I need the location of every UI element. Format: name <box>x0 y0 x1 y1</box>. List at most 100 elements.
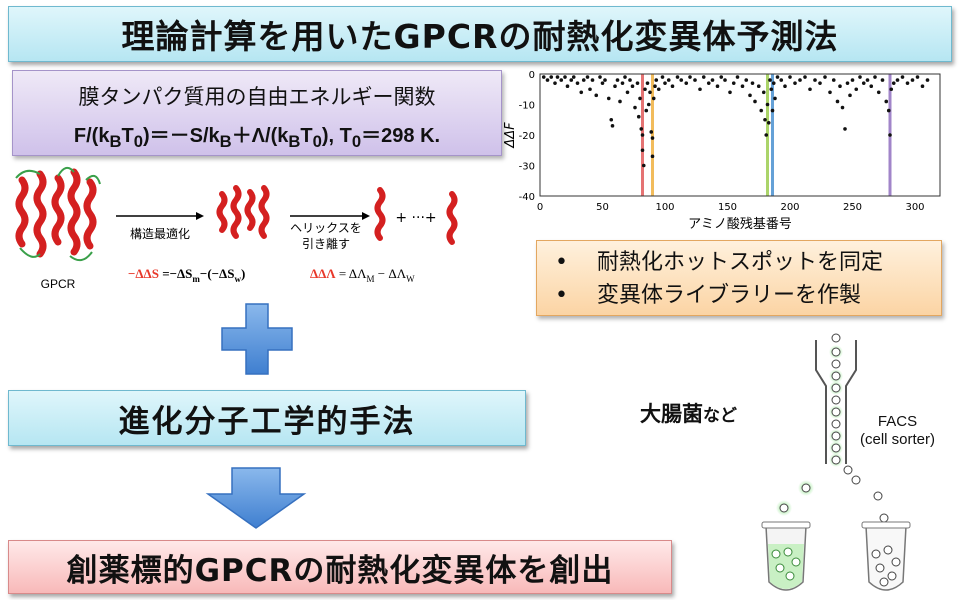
chart-point <box>771 81 776 85</box>
gpcr-structure-image <box>15 166 101 262</box>
formula-part: ＋Λ/(k <box>231 125 289 147</box>
chart-point <box>613 84 617 88</box>
chart-point <box>640 148 645 153</box>
bullet-item: • 変異体ライブラリーを作製 <box>555 279 941 312</box>
chart-point <box>895 78 900 82</box>
chart-point <box>649 130 654 134</box>
chart-point <box>606 96 611 101</box>
chart-point <box>693 78 697 82</box>
chart-point <box>625 90 630 95</box>
chart-point <box>585 75 590 79</box>
chart-point <box>600 81 605 85</box>
chart-x-tick-label: 300 <box>905 202 924 213</box>
chart-point <box>838 84 842 88</box>
chart-point <box>770 108 775 113</box>
chart-point <box>641 163 646 168</box>
chart-point <box>748 93 752 98</box>
chart-point <box>565 84 570 88</box>
plus-icon <box>221 303 293 375</box>
chart-point <box>763 117 767 122</box>
chart-point <box>648 90 652 95</box>
chart-point <box>876 90 881 95</box>
chart-point <box>765 102 770 107</box>
chart-point <box>549 75 554 79</box>
chart-point <box>623 75 627 79</box>
chart-point <box>638 96 642 101</box>
chart-point <box>905 81 910 85</box>
chart-point <box>615 78 620 82</box>
chart-point <box>545 78 550 82</box>
method-banner: 進化分子工学的手法 <box>8 390 526 446</box>
hotspot-bullet-box: • 耐熱化ホットスポットを同定 • 変異体ライブラリーを作製 <box>536 240 942 316</box>
chart-point <box>764 133 769 137</box>
chart-point <box>823 75 827 79</box>
cell-droplets <box>776 333 889 523</box>
chart-point <box>660 75 665 79</box>
formula-part: ＝298 K. <box>361 125 441 147</box>
chart-point <box>880 78 885 82</box>
helix-separation-scheme: GPCR 構造最適化 ヘリックスを 引き離す + ···+ −ΔΔS =−ΔSm… <box>15 166 458 291</box>
chart-point <box>848 93 852 98</box>
formula-part: ), T <box>321 125 352 147</box>
eq-part: = ΔΛ <box>336 266 367 281</box>
chart-point <box>670 84 675 88</box>
chart-point <box>635 81 640 85</box>
chart-point <box>715 84 720 88</box>
page-title: 理論計算を用いたGPCRの耐熱化変異体予測法 <box>121 17 839 56</box>
facs-label: FACS (cell sorter) <box>860 413 935 449</box>
chart-x-tick-label: 100 <box>655 202 674 213</box>
chart-point <box>588 87 592 92</box>
chart-point <box>910 78 915 82</box>
arrow-head <box>362 212 370 220</box>
chart-point <box>783 84 787 88</box>
chart-y-tick-label: -10 <box>519 101 535 112</box>
formula-sub: B <box>219 132 232 151</box>
chart-point <box>731 81 736 85</box>
chart-point <box>735 75 740 79</box>
chart-point <box>666 78 671 82</box>
chart-point <box>630 84 635 88</box>
facs-label-line2: (cell sorter) <box>860 431 936 448</box>
chart-point <box>865 78 870 82</box>
chart-point <box>788 75 792 79</box>
sorted-tube-negative <box>861 521 911 591</box>
chart-point <box>900 75 905 79</box>
chart-point <box>541 75 546 79</box>
down-arrow-icon <box>205 467 307 529</box>
chart-point <box>775 75 780 79</box>
eq-part: −ΔΔS <box>128 266 159 281</box>
chart-point <box>813 78 817 82</box>
eq-part: −(−ΔS <box>200 266 235 281</box>
chart-point <box>640 133 645 137</box>
free-energy-formula-box: 膜タンパク質用の自由エネルギー関数 F/(kBT0)＝－S/kB＋Λ/(kBT0… <box>12 70 502 156</box>
formula-part: F/(k <box>73 125 110 147</box>
chart-point <box>590 78 595 82</box>
formula-equation: F/(kBT0)＝－S/kB＋Λ/(kBT0), T0＝298 K. <box>13 119 501 152</box>
eq-sub: w <box>234 274 241 284</box>
lambda-equation: ΔΔΛ = ΔΛM − ΔΛW <box>310 266 415 284</box>
chart-point <box>618 99 622 104</box>
chart-point <box>769 87 774 92</box>
result-banner: 創薬標的GPCRの耐熱化変異体を創出 <box>8 540 672 594</box>
chart-point <box>915 75 920 79</box>
title-banner: 理論計算を用いたGPCRの耐熱化変異体予測法 <box>8 6 952 62</box>
bullet-item: • 耐熱化ホットスポットを同定 <box>555 246 941 279</box>
chart-point <box>768 78 772 82</box>
separation-label-line2: 引き離す <box>302 237 350 251</box>
chart-point <box>828 90 832 95</box>
chart-point <box>740 84 745 88</box>
chart-point <box>636 114 641 119</box>
chart-point <box>650 154 655 159</box>
chart-point <box>835 99 840 104</box>
arrow-head <box>196 212 204 220</box>
chart-point <box>850 78 855 82</box>
chart-point <box>706 81 711 85</box>
chart-point <box>688 75 692 79</box>
chart-x-tick-label: 50 <box>596 202 609 213</box>
sorted-tube-positive <box>761 521 811 591</box>
ecoli-suffix: など <box>703 406 737 426</box>
chart-point <box>654 78 659 82</box>
chart-point <box>663 81 667 85</box>
formula-sub: 0 <box>351 132 362 151</box>
chart-x-tick-label: 250 <box>843 202 862 213</box>
